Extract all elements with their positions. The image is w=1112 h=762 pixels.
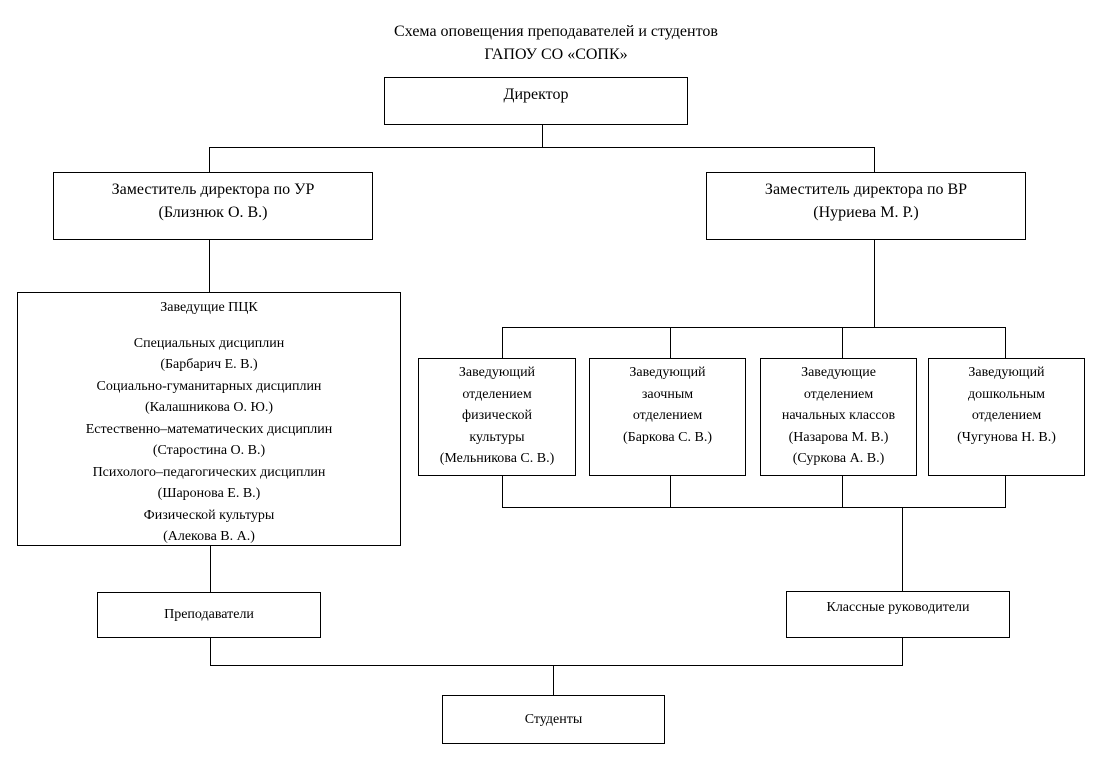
- pck-line: Специальных дисциплин: [133, 335, 285, 351]
- department-box-preschool: Заведующий дошкольным отделением (Чугуно…: [928, 358, 1085, 476]
- department-line: начальных классов: [781, 408, 896, 423]
- department-box-primary-classes: Заведующие отделением начальных классов …: [760, 358, 917, 476]
- pck-line: Психолого–педагогических дисциплин: [92, 464, 326, 480]
- department-line: дошкольным: [968, 386, 1045, 402]
- deputy-ur-box: Заместитель директора по УР (Близнюк О. …: [53, 172, 373, 240]
- diagram-title-line-2: ГАПОУ СО «СОПК»: [484, 46, 628, 63]
- class-leaders-box: Классные руководители: [786, 591, 1010, 638]
- pck-heading: Заведущие ПЦК: [160, 300, 258, 315]
- pck-line: (Старостина О. В.): [152, 443, 266, 458]
- department-line: культуры: [469, 429, 525, 445]
- class-leaders-label: Классные руководители: [826, 600, 970, 615]
- deputy-vr-name: (Нуриева М. Р.): [813, 204, 919, 221]
- deputy-ur-name: (Близнюк О. В.): [158, 204, 268, 221]
- pck-line: Социально-гуманитарных дисциплин: [96, 378, 322, 394]
- teachers-box: Преподаватели: [97, 592, 321, 638]
- pck-line: (Шаронова Е. В.): [157, 486, 261, 501]
- department-line: физической: [462, 408, 532, 423]
- director-label: Директор: [503, 86, 569, 103]
- department-line: (Чугунова Н. В.): [957, 429, 1056, 445]
- deputy-ur-title: Заместитель директора по УР: [111, 181, 315, 198]
- department-line: Заведующий: [968, 365, 1045, 380]
- pck-line: Естественно–математических дисциплин: [85, 421, 333, 437]
- teachers-label: Преподаватели: [164, 607, 254, 623]
- students-label: Студенты: [524, 711, 583, 727]
- department-line: отделением: [632, 408, 703, 423]
- diagram-title-line-1: Схема оповещения преподавателей и студен…: [394, 23, 718, 40]
- department-line: Заведующий: [629, 365, 706, 380]
- students-box: Студенты: [442, 695, 665, 744]
- department-line: Заведующие: [801, 365, 876, 380]
- pck-line: Физической культуры: [143, 507, 275, 523]
- department-box-physical-culture: Заведующий отделением физической культур…: [418, 358, 576, 476]
- department-line: отделением: [462, 386, 532, 402]
- department-line: Заведующий: [458, 365, 536, 380]
- pck-line: (Барбарич Е. В.): [160, 357, 258, 372]
- pck-heads-box: Заведущие ПЦК Специальных дисциплин (Бар…: [17, 292, 401, 546]
- director-box: Директор: [384, 77, 688, 125]
- department-line: отделением: [803, 386, 874, 402]
- department-line: (Баркова С. В.): [623, 429, 712, 445]
- department-line: (Мельникова С. В.): [439, 451, 555, 466]
- department-box-correspondence: Заведующий заочным отделением (Баркова С…: [589, 358, 746, 476]
- department-line: (Назарова М. В.): [788, 429, 889, 445]
- department-line: (Суркова А. В.): [792, 451, 885, 466]
- department-line: заочным: [641, 386, 694, 402]
- deputy-vr-box: Заместитель директора по ВР (Нуриева М. …: [706, 172, 1026, 240]
- pck-line: (Калашникова О. Ю.): [144, 400, 273, 415]
- pck-line: (Алекова В. А.): [163, 529, 255, 544]
- deputy-vr-title: Заместитель директора по ВР: [764, 181, 968, 198]
- department-line: отделением: [971, 408, 1042, 423]
